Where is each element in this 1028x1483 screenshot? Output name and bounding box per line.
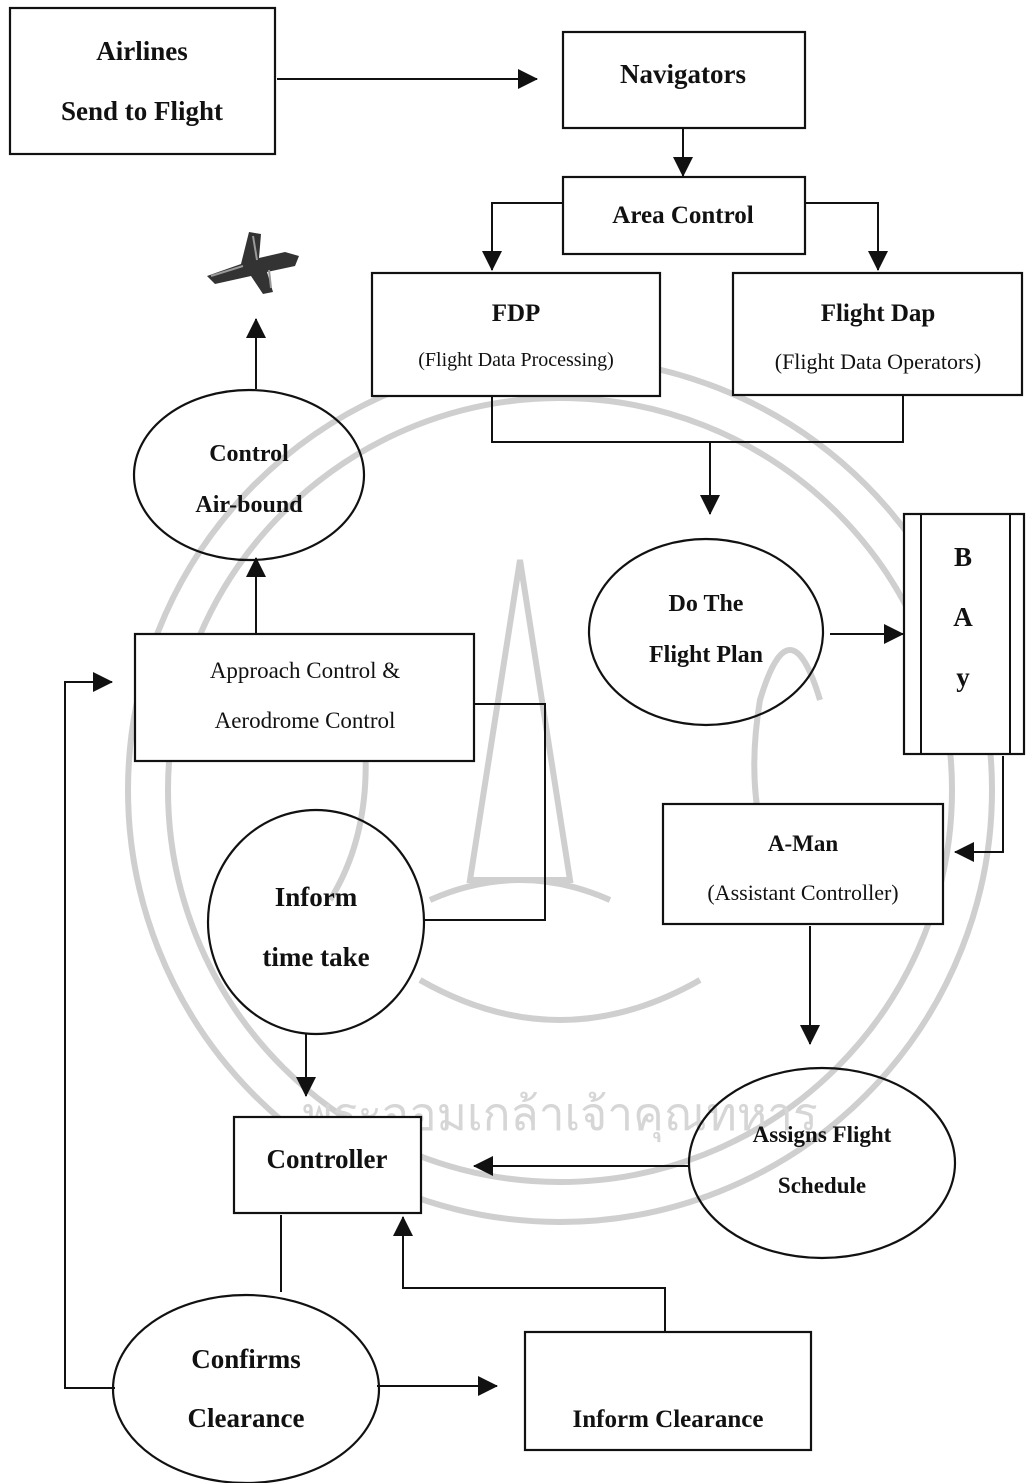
a-man-box: A-Man (Assistant Controller) — [661, 802, 945, 926]
fdp-box: FDP (Flight Data Processing) — [370, 271, 662, 398]
assigns-flight-schedule-label-2: Schedule — [778, 1173, 866, 1198]
approach-control-label-1: Approach Control & — [210, 658, 400, 683]
area-control-label: Area Control — [612, 202, 753, 229]
inform-clearance-box: Inform Clearance — [523, 1330, 813, 1452]
arrow-area-control-to-flight-dap — [805, 202, 888, 271]
controller-box: Controller — [232, 1115, 423, 1215]
assigns-flight-schedule-label-1: Assigns Flight — [753, 1122, 892, 1147]
bay-box: B A y — [902, 512, 1026, 756]
control-air-bound-label-1: Control — [209, 441, 289, 467]
flight-dap-sublabel: (Flight Data Operators) — [775, 349, 982, 374]
inform-clearance-label: Inform Clearance — [573, 1406, 764, 1433]
line-approach-to-inform-time — [424, 703, 546, 921]
a-man-sublabel: (Assistant Controller) — [707, 880, 898, 905]
bay-label-3: y — [956, 662, 970, 692]
airlines-box: Airlines Send to Flight — [8, 6, 277, 156]
merge-line-fdp-flight-dap — [491, 395, 904, 443]
university-seal-watermark: พระจอมเกล้าเจ้าคุณทหาร — [125, 355, 995, 1225]
flight-dap-box: Flight Dap (Flight Data Operators) — [731, 271, 1024, 397]
arrow-inform-clearance-to-controller — [393, 1216, 666, 1331]
approach-control-label-2: Aerodrome Control — [215, 708, 396, 733]
navigators-box: Navigators — [561, 30, 807, 130]
a-man-label: A-Man — [768, 831, 838, 856]
confirms-clearance-label-2: Clearance — [188, 1403, 305, 1433]
fdp-sublabel: (Flight Data Processing) — [418, 349, 614, 371]
arrow-bay-to-a-man — [954, 756, 1004, 862]
bay-label-2: A — [953, 602, 973, 632]
inform-time-take-label-2: time take — [262, 942, 369, 972]
confirms-clearance-label-1: Confirms — [191, 1344, 301, 1374]
approach-control-box: Approach Control & Aerodrome Control — [133, 632, 476, 763]
airlines-label-2: Send to Flight — [61, 96, 223, 126]
airplane-icon — [207, 232, 299, 294]
assigns-flight-schedule-ellipse: Assigns Flight Schedule — [687, 1066, 957, 1260]
arrow-confirms-to-approach-control — [64, 672, 115, 1389]
confirms-clearance-ellipse: Confirms Clearance — [111, 1293, 381, 1483]
fdp-label: FDP — [492, 300, 541, 327]
flight-dap-label: Flight Dap — [821, 300, 936, 327]
control-air-bound-ellipse: Control Air-bound — [132, 388, 366, 562]
do-flight-plan-label-2: Flight Plan — [649, 642, 763, 668]
controller-label: Controller — [267, 1144, 388, 1174]
inform-time-take-label-1: Inform — [275, 882, 358, 912]
connectors — [64, 69, 1004, 1396]
arrow-area-control-to-fdp — [482, 202, 563, 271]
do-flight-plan-ellipse: Do The Flight Plan — [587, 537, 825, 727]
do-flight-plan-label-1: Do The — [669, 591, 744, 617]
inform-time-take-ellipse: Inform time take — [206, 808, 426, 1036]
navigators-label: Navigators — [620, 59, 746, 89]
bay-label-1: B — [954, 542, 972, 572]
area-control-box: Area Control — [561, 175, 807, 256]
airlines-label-1: Airlines — [96, 36, 188, 66]
control-air-bound-label-2: Air-bound — [195, 492, 303, 518]
